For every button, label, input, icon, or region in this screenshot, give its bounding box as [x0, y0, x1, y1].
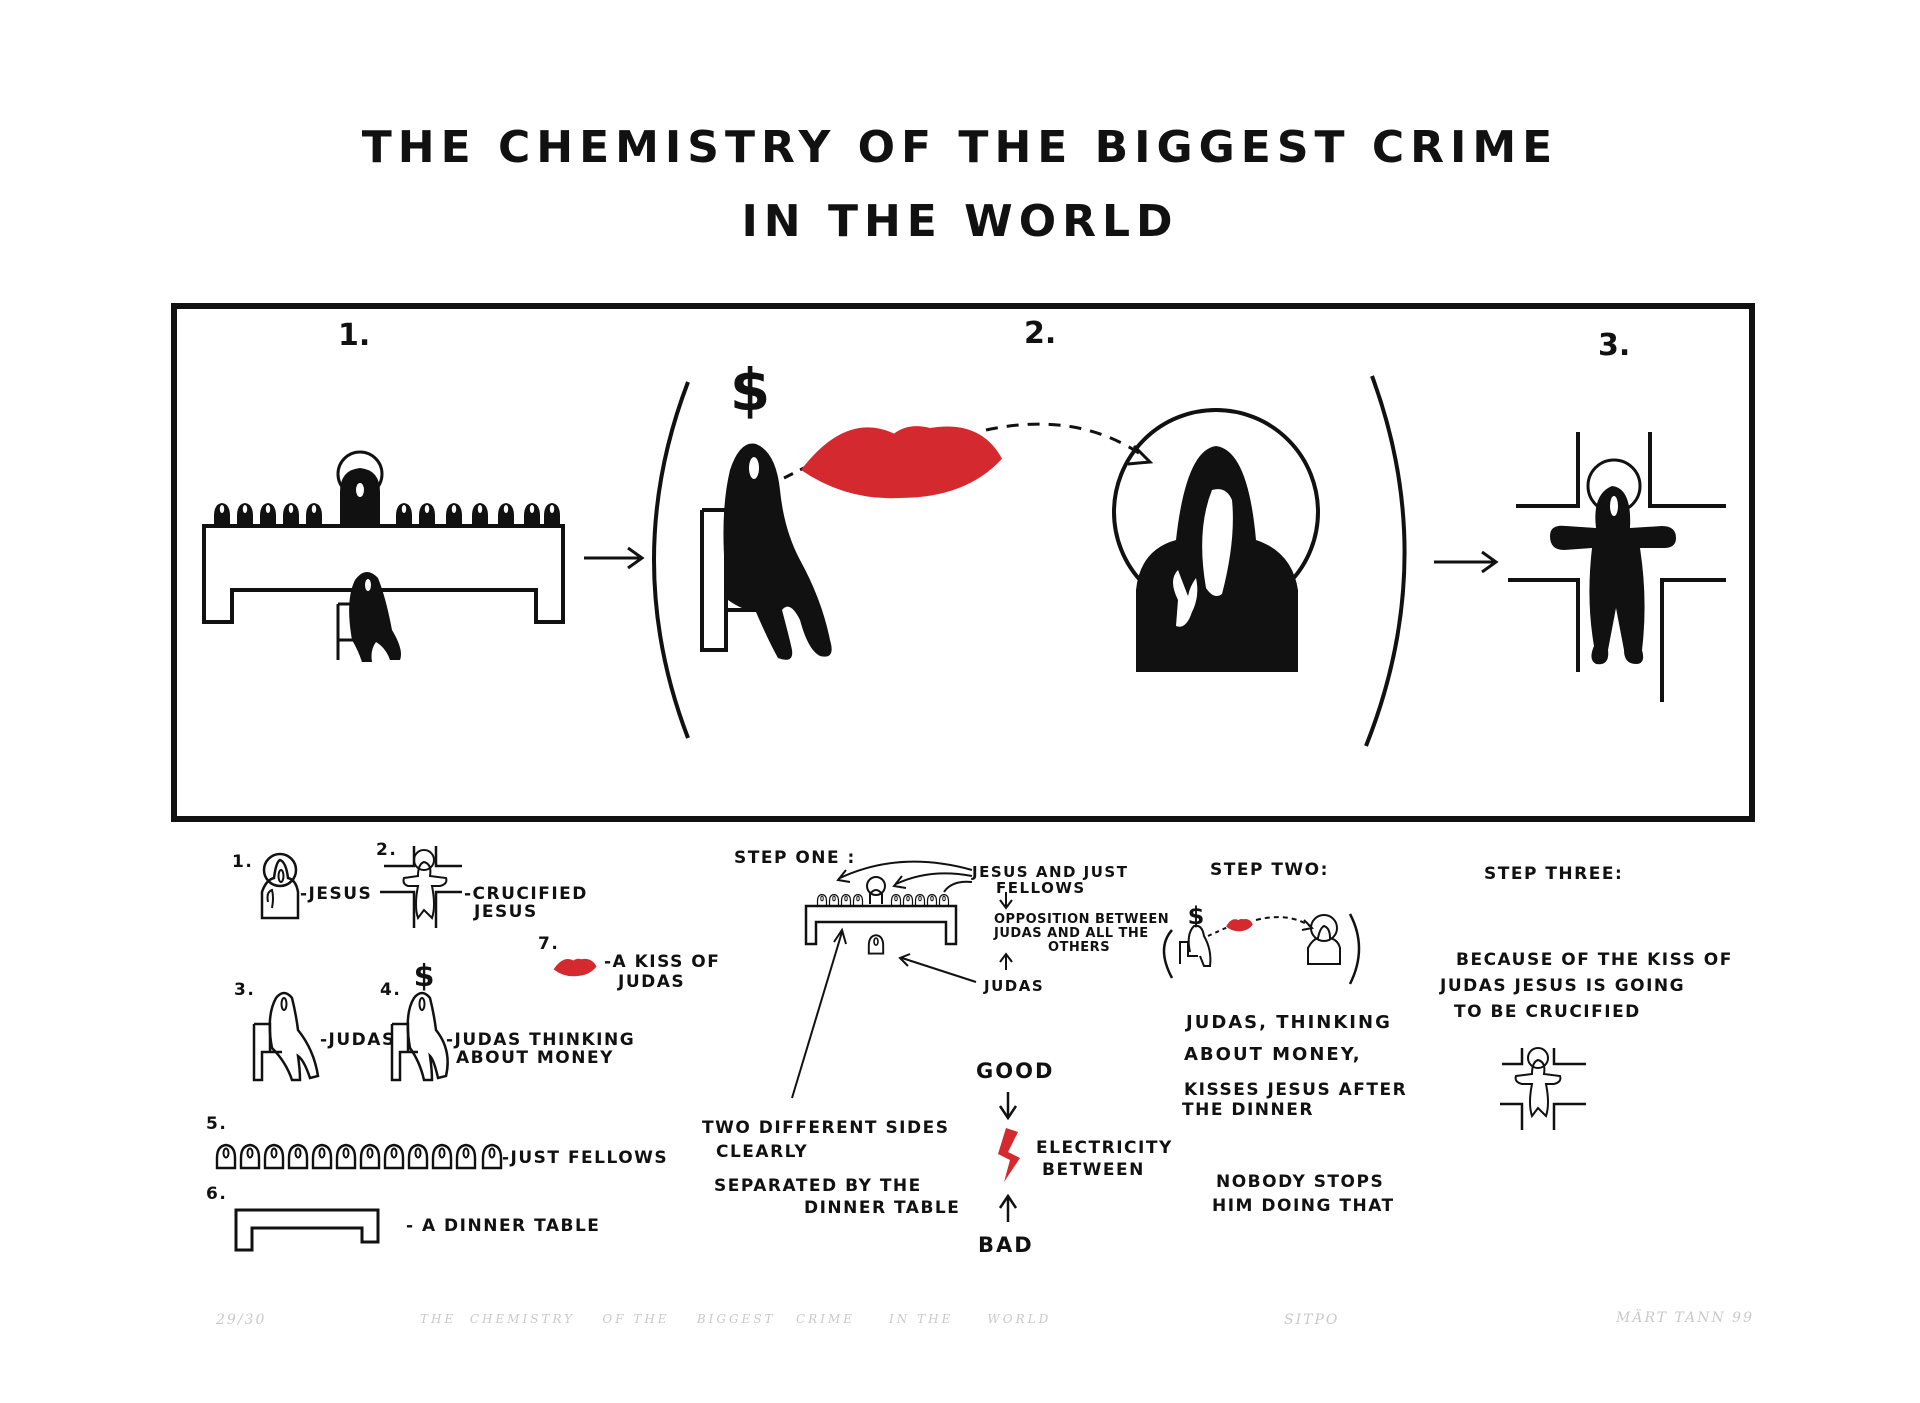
step-number-3: 3.	[1598, 328, 1631, 363]
step-two-nobody-2: HIM DOING THAT	[1212, 1196, 1395, 1216]
step-two-diagram: $	[1162, 902, 1361, 985]
edition-number: 29/30	[216, 1312, 267, 1328]
electricity-label-2: BETWEEN	[1042, 1160, 1145, 1180]
last-supper-scene	[202, 450, 565, 662]
step-one-opposition-2: JUDAS AND ALL THE	[994, 926, 1149, 941]
legend-crucified-label-1: -CRUCIFIED	[464, 884, 588, 904]
step-three-heading: STEP THREE:	[1484, 864, 1624, 884]
step-three-text-3: TO BE CRUCIFIED	[1454, 1002, 1641, 1022]
step-one-opposition-3: OTHERS	[1048, 940, 1111, 955]
step-one-sides-1: TWO DIFFERENT SIDES	[702, 1118, 950, 1138]
legend-table-label: - A DINNER TABLE	[406, 1216, 601, 1236]
legend-number-6: 6.	[206, 1184, 228, 1204]
step-two-nobody-1: NOBODY STOPS	[1216, 1172, 1385, 1192]
legend-icon-judas	[252, 991, 320, 1082]
step-two-text-4: THE DINNER	[1182, 1100, 1314, 1120]
title-line-2: IN THE WORLD	[741, 196, 1179, 247]
step-one-heading: STEP ONE :	[734, 848, 856, 868]
crucified-jesus-figure	[1508, 432, 1726, 702]
legend-kiss-label-1: -A KISS OF	[604, 952, 721, 972]
legend-number-4: 4.	[380, 980, 402, 1000]
legend-number-7: 7.	[538, 934, 560, 954]
legend-icon-kiss	[553, 958, 597, 977]
legend-money-label-2: ABOUT MONEY	[456, 1048, 614, 1068]
dashed-line-kiss-to-jesus	[985, 422, 1147, 460]
svg-text:$: $	[730, 356, 770, 424]
legend-icon-judas-money: $	[390, 959, 449, 1082]
legend-number-2: 2.	[376, 840, 398, 860]
legend-judas-label: -JUDAS	[320, 1030, 396, 1050]
step-one-sides-4: DINNER TABLE	[804, 1198, 961, 1218]
title-line-1: THE CHEMISTRY OF THE BIGGEST CRIME	[361, 122, 1559, 173]
artist-signature: MÄRT TANN 99	[1616, 1310, 1754, 1326]
step-one-sides-2: CLEARLY	[716, 1142, 809, 1162]
left-parenthesis	[652, 381, 690, 739]
step-one-judas: JUDAS	[984, 977, 1045, 995]
legend-number-3: 3.	[234, 980, 256, 1000]
step-two-heading: STEP TWO:	[1210, 860, 1329, 880]
step-two-text-1: JUDAS, THINKING	[1186, 1012, 1392, 1033]
legend-crucified-label-2: JESUS	[474, 902, 538, 922]
electricity-label-1: ELECTRICITY	[1036, 1138, 1173, 1158]
kiss-lips	[801, 426, 1002, 499]
judas-thinking-about-money: $	[700, 356, 832, 660]
step-one-jesus-fellows-2: FELLOWS	[996, 879, 1086, 897]
arrow-scene1-to-scene2	[584, 546, 645, 570]
svg-text:$: $	[1188, 902, 1205, 930]
jesus-icon-figure	[1112, 408, 1320, 672]
main-panel-frame	[171, 303, 1755, 822]
pencil-medium: SITPO	[1284, 1312, 1340, 1328]
legend-number-5: 5.	[206, 1114, 228, 1134]
legend-icon-table	[234, 1208, 380, 1252]
good-bad-arrows	[998, 1092, 1018, 1222]
step-two-text-2: ABOUT MONEY,	[1184, 1044, 1362, 1065]
right-parenthesis	[1364, 375, 1407, 747]
step-three-text-2: JUDAS JESUS IS GOING	[1440, 976, 1686, 996]
svg-text:$: $	[414, 959, 435, 994]
step-one-opposition-1: OPPOSITION BETWEEN	[994, 912, 1170, 927]
arrow-scene2-to-scene3	[1434, 550, 1499, 574]
electricity-bolt-icon	[998, 1128, 1020, 1182]
step-three-crucifix	[1500, 1047, 1586, 1130]
legend-jesus-label: -JESUS	[300, 884, 373, 904]
legend-money-label-1: -JUDAS THINKING	[446, 1030, 636, 1050]
legend-icon-fellows	[215, 1143, 503, 1170]
step-one-jesus-fellows-1: JESUS AND JUST	[972, 863, 1129, 881]
legend-icon-jesus	[260, 852, 300, 920]
legend-number-1: 1.	[232, 852, 254, 872]
step-three-text-1: BECAUSE OF THE KISS OF	[1456, 950, 1733, 970]
bad-label: BAD	[978, 1233, 1034, 1257]
step-one-sides-3: SEPARATED BY THE	[714, 1176, 922, 1196]
step-one-diagram	[791, 860, 1013, 1099]
step-number-1: 1.	[338, 318, 371, 353]
legend-kiss-label-2: JUDAS	[618, 972, 686, 992]
good-label: GOOD	[976, 1059, 1055, 1083]
legend-icon-crucified	[380, 846, 462, 928]
step-number-2: 2.	[1024, 316, 1057, 351]
legend-fellows-label: -JUST FELLOWS	[502, 1148, 669, 1168]
pencil-title: THE CHEMISTRY OF THE BIGGEST CRIME IN TH…	[420, 1312, 1052, 1326]
step-two-text-3: KISSES JESUS AFTER	[1184, 1080, 1408, 1100]
